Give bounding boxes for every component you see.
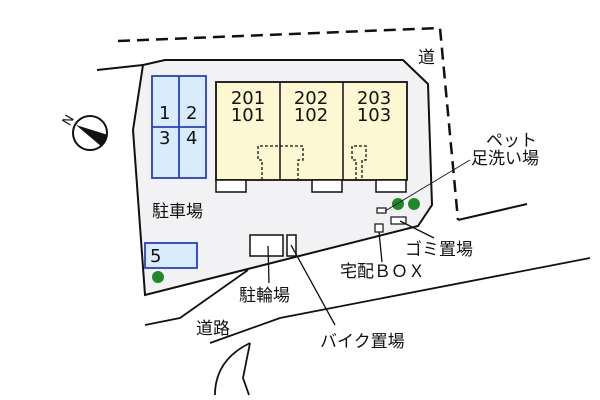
unit-upper: 203 [357,88,391,109]
entrance-outlines [257,145,367,180]
road-line [209,257,591,344]
delivery-box [374,223,384,233]
road-line [144,269,249,326]
bicycle-label: 駐輪場 [239,286,290,306]
unit-lower: 101 [231,105,265,126]
parking-space-5-box [144,242,198,269]
tree-icon [392,198,404,210]
unit-upper: 201 [231,88,265,109]
road-line [242,342,251,396]
north-arrow-icon: N [60,113,108,151]
bicycle-parking [249,234,284,257]
unit-upper: 202 [294,88,328,109]
pet-foot-wash [376,207,387,214]
unit-lower: 103 [357,105,391,126]
balcony [311,179,343,193]
parking-space-2: 2 [186,103,197,124]
parking-label: 駐車場 [152,202,203,222]
unit-lower: 102 [294,105,328,126]
road-label: 道路 [196,319,230,339]
balcony [375,179,407,193]
road-top-label: 道 [418,48,435,68]
leader-lines [267,159,471,326]
delivery-box-label: 宅配ＢＯＸ [340,262,425,282]
tree-icon [152,271,164,283]
tree-icon [408,198,420,210]
pet-label-line1: ペット [486,131,537,151]
lot-top-extension [96,64,144,71]
pet-label-line2: 足洗い場 [471,149,539,169]
motorbike-label: バイク置場 [320,332,405,352]
garbage-label: ゴミ置場 [405,239,473,260]
road-line [214,342,251,396]
balcony [215,179,247,193]
parking-space-5: 5 [150,246,161,267]
parking-space-1: 1 [159,103,170,124]
garbage-area [390,216,407,225]
building [215,81,408,181]
parking-space-3: 3 [159,128,170,149]
parking-space-4: 4 [186,128,197,149]
road-edge [457,203,528,221]
